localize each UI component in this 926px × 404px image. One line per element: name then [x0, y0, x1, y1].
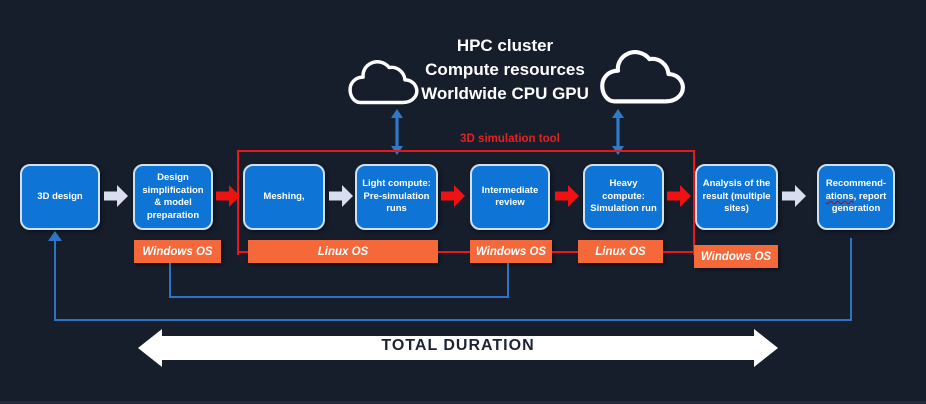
double-vertical-arrow-icon	[612, 109, 624, 155]
red-connector	[552, 251, 578, 253]
simulation-tool-boundary	[237, 150, 695, 255]
step-arrow-red-icon	[216, 185, 240, 207]
flow-box-light-compute: Light compute: Pre-simulation runs	[355, 164, 438, 230]
feedback-line-outer-bottom	[54, 319, 852, 321]
os-label-windows: Windows OS	[134, 240, 221, 263]
total-duration-arrow	[138, 329, 778, 367]
hpc-title-line2: Compute resources	[425, 60, 585, 79]
feedback-line-inner-bottom	[169, 296, 509, 298]
flow-box-intermediate-review: Intermediate review	[470, 164, 550, 230]
flow-box-label: Meshing,	[263, 190, 305, 202]
flow-box-analysis-result: Analysis of the result (multiple sites)	[695, 164, 778, 230]
recommendations-part2-spellcheck: ations	[825, 190, 854, 202]
os-label-text: Windows OS	[475, 245, 547, 258]
flow-box-design-simplification: Design simplification & model preparatio…	[133, 164, 213, 230]
os-label-text: Windows OS	[700, 250, 772, 263]
flow-box-label: Heavy compute: Simulation run	[590, 178, 657, 215]
flow-box-label: Analysis of the result (multiple sites)	[702, 178, 771, 215]
cloud-icon	[600, 50, 685, 104]
recommendations-part3: , report generation	[831, 190, 887, 215]
red-connector	[237, 251, 248, 253]
step-arrow-red-icon	[441, 185, 465, 207]
slide-bottom-edge	[0, 401, 926, 404]
step-arrow-light-icon	[782, 185, 806, 207]
os-label-text: Windows OS	[142, 245, 213, 258]
hpc-title-line3: Worldwide CPU GPU	[421, 84, 589, 103]
step-arrow-red-icon	[555, 185, 579, 207]
os-label-text: Linux OS	[317, 245, 369, 258]
os-label-windows: Windows OS	[470, 240, 552, 263]
os-label-text: Linux OS	[595, 245, 646, 258]
feedback-line-outer-left	[54, 240, 56, 321]
os-label-linux: Linux OS	[248, 240, 438, 263]
os-label-linux: Linux OS	[578, 240, 663, 263]
feedback-line-inner-left	[169, 263, 171, 298]
hpc-cluster-title: HPC cluster Compute resources Worldwide …	[398, 34, 612, 106]
feedback-line-inner-right	[507, 263, 509, 298]
double-vertical-arrow-icon	[391, 109, 403, 155]
os-label-windows: Windows OS	[694, 245, 778, 268]
step-arrow-light-icon	[104, 185, 128, 207]
flow-box-meshing: Meshing,	[243, 164, 325, 230]
simulation-tool-label: 3D simulation tool	[460, 133, 560, 145]
flow-box-label: Design simplification & model preparatio…	[142, 172, 204, 221]
flow-box-label: Recommend-ations, report generation	[823, 178, 889, 216]
step-arrow-red-icon	[667, 185, 691, 207]
flow-box-3d-design: 3D design	[20, 164, 100, 230]
flow-box-heavy-compute: Heavy compute: Simulation run	[583, 164, 664, 230]
feedback-line-outer-right	[850, 238, 852, 321]
flow-box-recommendations: Recommend-ations, report generation	[817, 164, 895, 230]
flow-box-label: Intermediate review	[481, 184, 539, 209]
step-arrow-light-icon	[329, 185, 353, 207]
red-connector	[438, 251, 470, 253]
recommendations-part1: Recommend-	[825, 178, 887, 190]
cloud-icon	[348, 60, 419, 105]
up-arrowhead-icon	[48, 231, 62, 241]
flow-box-label: 3D design	[37, 190, 83, 202]
total-duration-label: TOTAL DURATION	[381, 337, 535, 354]
flow-box-label: Light compute: Pre-simulation runs	[362, 178, 431, 215]
red-connector	[663, 251, 694, 253]
hpc-title-line1: HPC cluster	[456, 36, 554, 55]
